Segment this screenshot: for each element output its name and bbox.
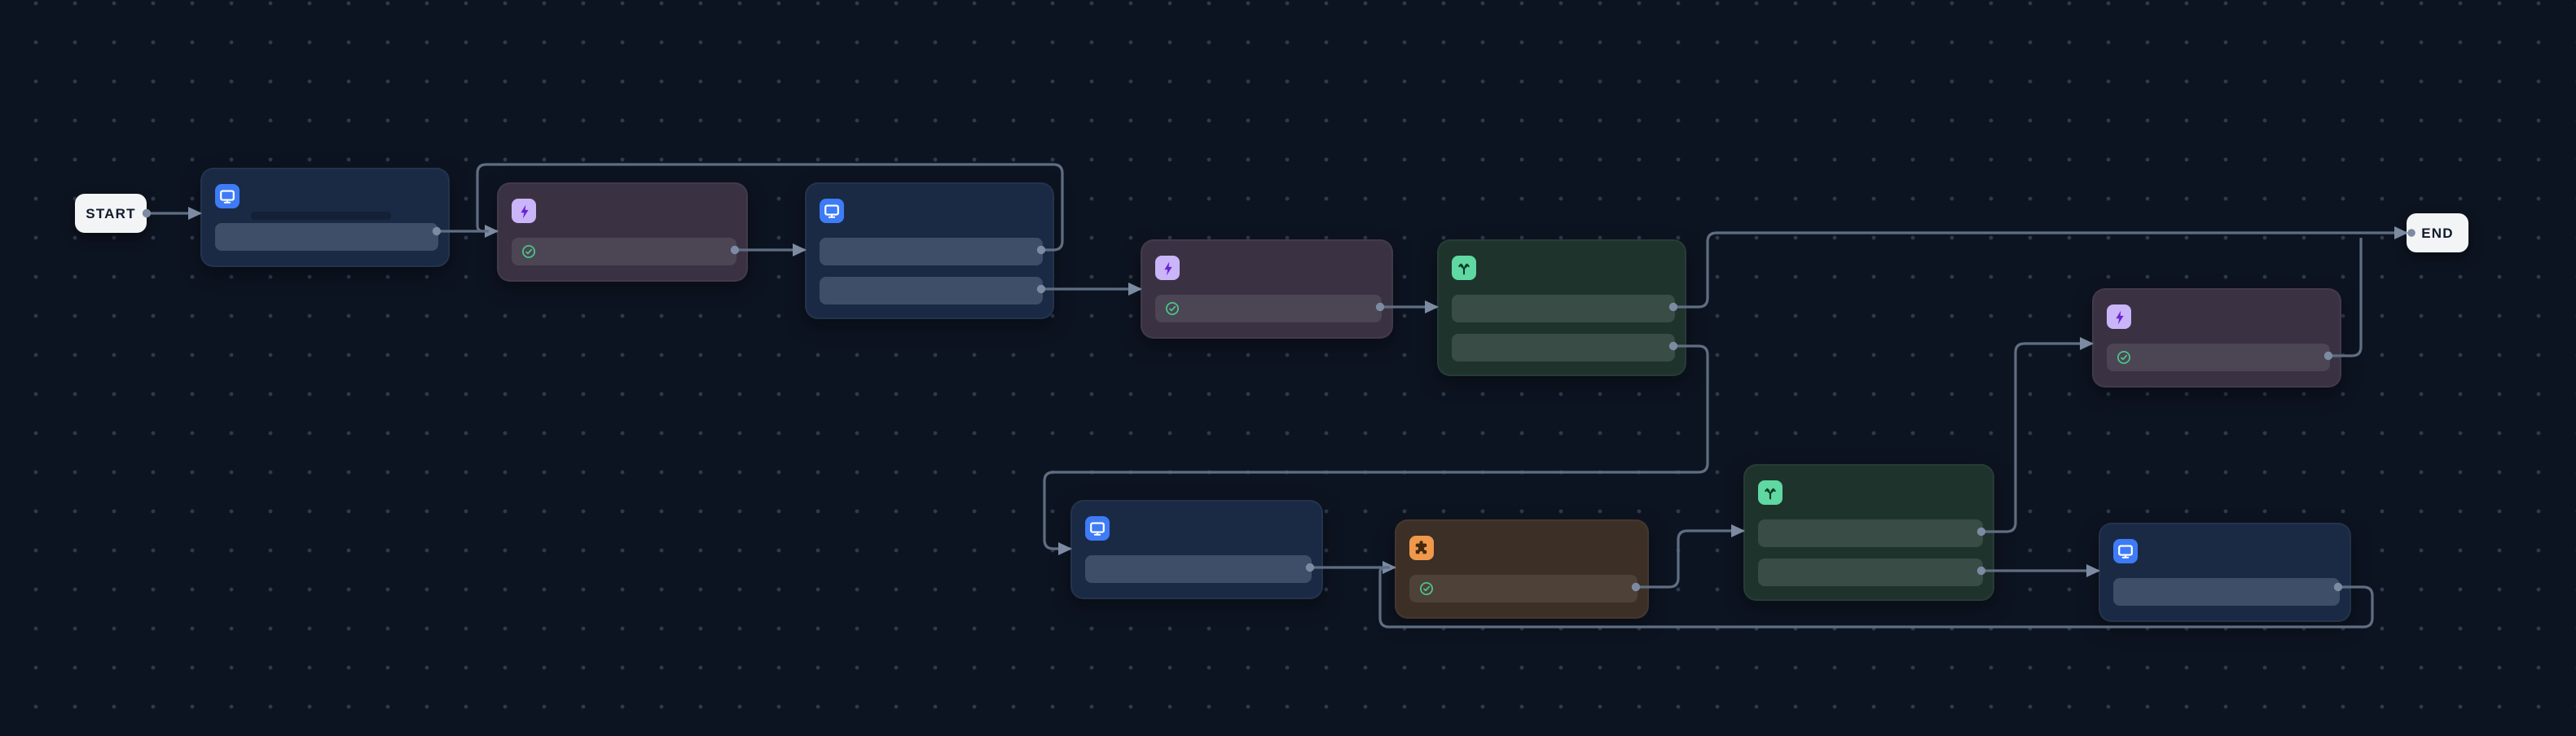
node-sign-up-or-in[interactable] <box>497 182 748 282</box>
node-verify-code-otp-email[interactable] <box>1141 239 1393 339</box>
screen-icon <box>820 199 844 223</box>
node-header <box>1085 515 1312 542</box>
edge-incode-success-to-siv <box>1636 524 1745 589</box>
check-circle-icon <box>521 244 536 259</box>
check-circle-icon <box>1419 581 1434 596</box>
node-output-row[interactable] <box>215 223 438 251</box>
node-header <box>2113 537 2340 565</box>
screen-icon <box>215 184 240 208</box>
node-output-row[interactable] <box>1452 334 1675 361</box>
node-output-row[interactable] <box>2107 344 2330 371</box>
puzzle-icon <box>1409 536 1434 560</box>
lightning-icon <box>2107 304 2131 329</box>
node-output-row[interactable] <box>1452 295 1675 322</box>
end-node[interactable]: END <box>2407 213 2468 252</box>
node-identity-verification-failed[interactable] <box>2099 523 2351 622</box>
start-node[interactable]: START <box>75 194 147 233</box>
node-verify-otp-email[interactable] <box>805 182 1054 319</box>
node-header <box>1758 479 1983 506</box>
node-header <box>2107 303 2330 331</box>
node-header <box>1452 254 1675 282</box>
node-incode-verify[interactable] <box>1395 519 1649 619</box>
node-output-row[interactable] <box>820 238 1043 265</box>
node-output-row[interactable] <box>512 238 736 265</box>
screen-icon <box>2113 539 2138 563</box>
node-header <box>1155 254 1382 282</box>
node-header <box>1409 534 1637 562</box>
node-verify-identity[interactable] <box>1070 500 1323 599</box>
branch-icon <box>1452 256 1476 280</box>
node-output-row[interactable] <box>1409 575 1637 602</box>
node-output-row[interactable] <box>1155 295 1382 322</box>
screen-icon <box>1085 516 1110 541</box>
node-output-row[interactable] <box>2113 578 2340 606</box>
node-output-row[interactable] <box>1758 519 1983 547</box>
check-circle-icon <box>1165 301 1180 316</box>
node-subtitle-ghost <box>251 212 391 220</box>
node-successful-incode-verification[interactable] <box>1743 464 1994 601</box>
node-header <box>512 197 736 225</box>
node-output-row[interactable] <box>1758 559 1983 586</box>
node-header <box>820 197 1043 225</box>
node-welcome-screen[interactable] <box>200 168 450 267</box>
node-output-row[interactable] <box>1085 555 1312 583</box>
edge-siv-success-to-update-user <box>1981 337 2094 533</box>
lightning-icon <box>512 199 536 223</box>
branch-icon <box>1758 480 1783 505</box>
node-header <box>215 182 438 210</box>
node-check-identity-verified[interactable] <box>1437 239 1686 376</box>
lightning-icon <box>1155 256 1180 280</box>
node-output-row[interactable] <box>820 277 1043 304</box>
node-update-user-attributes[interactable] <box>2092 288 2341 388</box>
check-circle-icon <box>2117 350 2131 365</box>
